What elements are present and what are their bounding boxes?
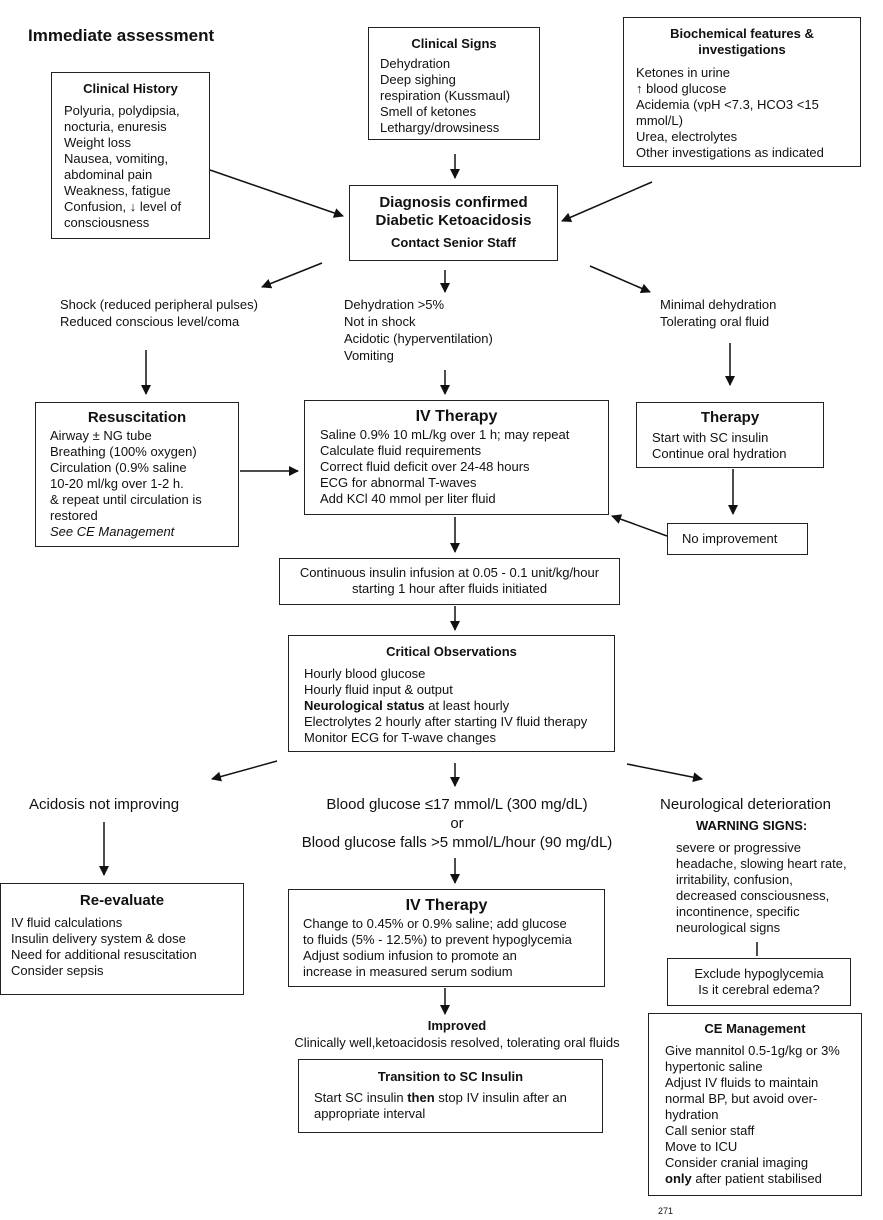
improved-line: Clinically well,ketoacidosis resolved, t…	[294, 1035, 620, 1050]
clinical-history-lines: Polyuria, polydipsia,nocturia, enuresis …	[64, 103, 182, 230]
glucose-condition-or: or	[450, 815, 464, 832]
acidosis-not-improving: Acidosis not improving	[29, 796, 180, 813]
critical-observations-lines: Hourly blood glucose Hourly fluid input …	[304, 666, 588, 745]
arrow-biochem-to-diagnosis	[561, 181, 653, 223]
neuro-warning-signs: WARNING SIGNS:	[696, 818, 808, 833]
transition-box: Transition to SC Insulin Start SC insuli…	[298, 1059, 603, 1133]
exclude-line-2: Is it cerebral edema?	[698, 982, 820, 997]
neuro-deterioration-title: Neurological deterioration	[660, 796, 831, 813]
dehydration-condition: Dehydration >5%Not in shock Acidotic (hy…	[344, 297, 493, 363]
reevaluate-title: Re-evaluate	[79, 892, 165, 909]
iv-therapy-box-2: IV Therapy Change to 0.45% or 0.9% salin…	[288, 889, 605, 987]
transition-lines: Start SC insulin then stop IV insulin af…	[314, 1090, 567, 1121]
ce-management-title: CE Management	[704, 1021, 806, 1036]
no-improvement-box: No improvement	[667, 523, 808, 555]
arrow-observations-to-neuro	[626, 763, 703, 783]
iv-therapy-2-title: IV Therapy	[405, 897, 488, 914]
insulin-infusion-line-2: starting 1 hour after fluids initiated	[351, 581, 548, 596]
exclude-hypoglycemia-box: Exclude hypoglycemia Is it cerebral edem…	[667, 958, 851, 1006]
arrow-observations-to-acidosis	[211, 760, 278, 782]
arrow-diagnosis-to-minimal	[589, 265, 651, 294]
clinical-history-title: Clinical History	[83, 81, 178, 96]
page-heading: Immediate assessment	[28, 26, 215, 45]
clinical-history-box: Clinical History Polyuria, polydipsia,no…	[51, 72, 210, 239]
clinical-signs-title: Clinical Signs	[411, 36, 497, 51]
iv-therapy-box-1: IV Therapy Saline 0.9% 10 mL/kg over 1 h…	[304, 400, 609, 515]
arrow-history-to-diagnosis	[209, 169, 344, 218]
diagnosis-line-3: Contact Senior Staff	[391, 235, 516, 250]
therapy-title: Therapy	[700, 409, 760, 426]
diagnosis-box: Diagnosis confirmed Diabetic Ketoacidosi…	[349, 185, 558, 261]
improved-title: Improved	[427, 1018, 487, 1033]
exclude-line-1: Exclude hypoglycemia	[694, 966, 824, 981]
biochemical-title-2: investigations	[698, 42, 786, 57]
iv-therapy-1-title: IV Therapy	[415, 408, 498, 425]
glucose-condition-2: Blood glucose falls >5 mmol/L/hour (90 m…	[301, 834, 613, 851]
shock-condition: Shock (reduced peripheral pulses)Reduced…	[60, 297, 258, 329]
critical-observations-box: Critical Observations Hourly blood gluco…	[288, 635, 615, 752]
diagnosis-line-1: Diagnosis confirmed	[379, 194, 528, 211]
transition-title: Transition to SC Insulin	[377, 1069, 524, 1084]
arrow-noimprovement-to-iv	[611, 514, 668, 537]
arrow-diagnosis-to-shock	[261, 262, 323, 289]
ce-management-box: CE Management Give mannitol 0.5-1g/kg or…	[648, 1013, 862, 1196]
iv-therapy-2-lines: Change to 0.45% or 0.9% saline; add gluc…	[303, 916, 572, 979]
ce-management-lines: Give mannitol 0.5-1g/kg or 3%hypertonic …	[665, 1043, 840, 1186]
insulin-infusion-box: Continuous insulin infusion at 0.05 - 0.…	[279, 558, 620, 605]
glucose-condition-1: Blood glucose ≤17 mmol/L (300 mg/dL)	[326, 796, 588, 813]
iv-therapy-1-lines: Saline 0.9% 10 mL/kg over 1 h; may repea…	[320, 427, 570, 506]
no-improvement-label: No improvement	[682, 531, 778, 546]
page-number: 271	[658, 1206, 674, 1216]
biochemical-lines: Ketones in urine↑ blood glucose Acidemia…	[636, 65, 824, 160]
diagnosis-line-2: Diabetic Ketoacidosis	[375, 212, 532, 229]
insulin-infusion-line-1: Continuous insulin infusion at 0.05 - 0.…	[299, 565, 600, 580]
critical-observations-title: Critical Observations	[386, 644, 517, 659]
biochemical-box: Biochemical features & investigations Ke…	[623, 17, 861, 167]
resuscitation-title: Resuscitation	[87, 409, 187, 426]
biochemical-title-1: Biochemical features &	[670, 26, 814, 41]
